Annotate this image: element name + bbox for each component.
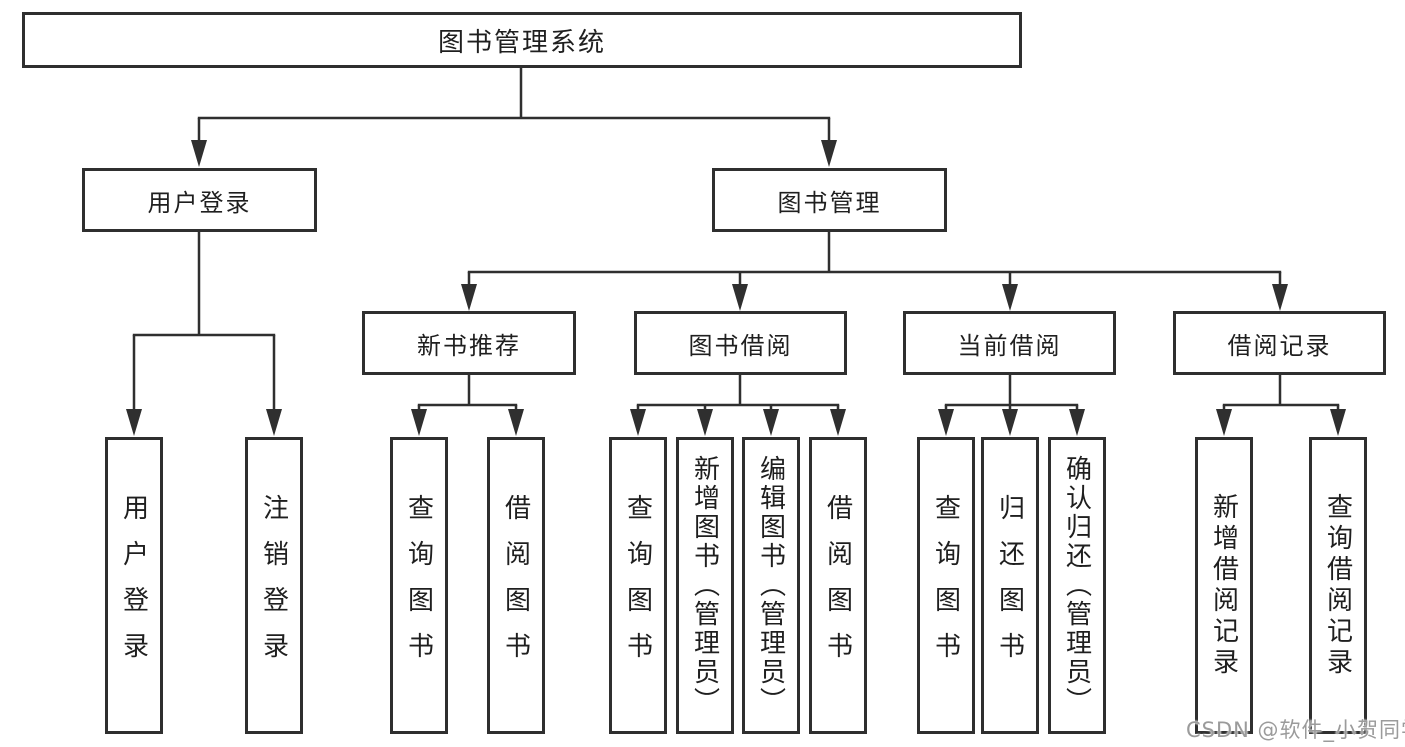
leaf-record-add-record-label: 新增借阅记录 bbox=[1208, 492, 1239, 679]
leaf-record-query-record: 查询借阅记录 bbox=[1309, 437, 1367, 734]
leaf-record-query-record-label: 查询借阅记录 bbox=[1322, 492, 1353, 679]
node-root: 图书管理系统 bbox=[22, 12, 1022, 68]
node-book-borrow-label: 图书借阅 bbox=[688, 331, 793, 360]
leaf-borrow-edit-book-admin-label: 编辑图书（管理员） bbox=[755, 455, 786, 716]
leaf-current-confirm-return-admin: 确认归还（管理员） bbox=[1048, 437, 1106, 734]
leaf-logout: 注销登录 bbox=[245, 437, 303, 734]
leaf-user-login-label: 用户登录 bbox=[118, 493, 149, 678]
leaf-logout-label: 注销登录 bbox=[258, 493, 289, 678]
leaf-recommend-query-book-label: 查询图书 bbox=[403, 493, 434, 678]
node-borrow-record-label: 借阅记录 bbox=[1227, 331, 1332, 360]
leaf-borrow-add-book-admin-label: 新增图书（管理员） bbox=[689, 455, 720, 716]
leaf-current-query-book: 查询图书 bbox=[917, 437, 975, 734]
csdn-watermark: CSDN @软件_小贺同学 bbox=[1186, 718, 1405, 742]
leaf-current-return-book: 归还图书 bbox=[981, 437, 1039, 734]
leaf-borrow-borrow-book: 借阅图书 bbox=[809, 437, 867, 734]
leaf-record-add-record: 新增借阅记录 bbox=[1195, 437, 1253, 734]
leaf-borrow-query-book-label: 查询图书 bbox=[622, 493, 653, 678]
node-user-login: 用户登录 bbox=[82, 168, 317, 232]
leaf-borrow-borrow-book-label: 借阅图书 bbox=[822, 493, 853, 678]
node-current-borrow-label: 当前借阅 bbox=[957, 331, 1062, 360]
node-root-label: 图书管理系统 bbox=[437, 27, 606, 58]
leaf-borrow-query-book: 查询图书 bbox=[609, 437, 667, 734]
leaf-recommend-borrow-book-label: 借阅图书 bbox=[500, 493, 531, 678]
leaf-current-query-book-label: 查询图书 bbox=[930, 493, 961, 678]
leaf-user-login: 用户登录 bbox=[105, 437, 163, 734]
node-new-book-recommend-label: 新书推荐 bbox=[417, 331, 521, 360]
node-book-borrow: 图书借阅 bbox=[634, 311, 847, 375]
node-borrow-record: 借阅记录 bbox=[1173, 311, 1386, 375]
node-current-borrow: 当前借阅 bbox=[903, 311, 1116, 375]
node-book-management-label: 图书管理 bbox=[777, 188, 882, 217]
node-book-management: 图书管理 bbox=[712, 168, 947, 232]
leaf-recommend-query-book: 查询图书 bbox=[390, 437, 448, 734]
leaf-current-confirm-return-admin-label: 确认归还（管理员） bbox=[1061, 455, 1092, 716]
node-user-login-label: 用户登录 bbox=[147, 188, 252, 217]
leaf-current-return-book-label: 归还图书 bbox=[994, 493, 1025, 678]
leaf-borrow-add-book-admin: 新增图书（管理员） bbox=[676, 437, 734, 734]
node-new-book-recommend: 新书推荐 bbox=[362, 311, 576, 375]
leaf-borrow-edit-book-admin: 编辑图书（管理员） bbox=[742, 437, 800, 734]
arrowheads bbox=[126, 140, 1346, 436]
leaf-recommend-borrow-book: 借阅图书 bbox=[487, 437, 545, 734]
